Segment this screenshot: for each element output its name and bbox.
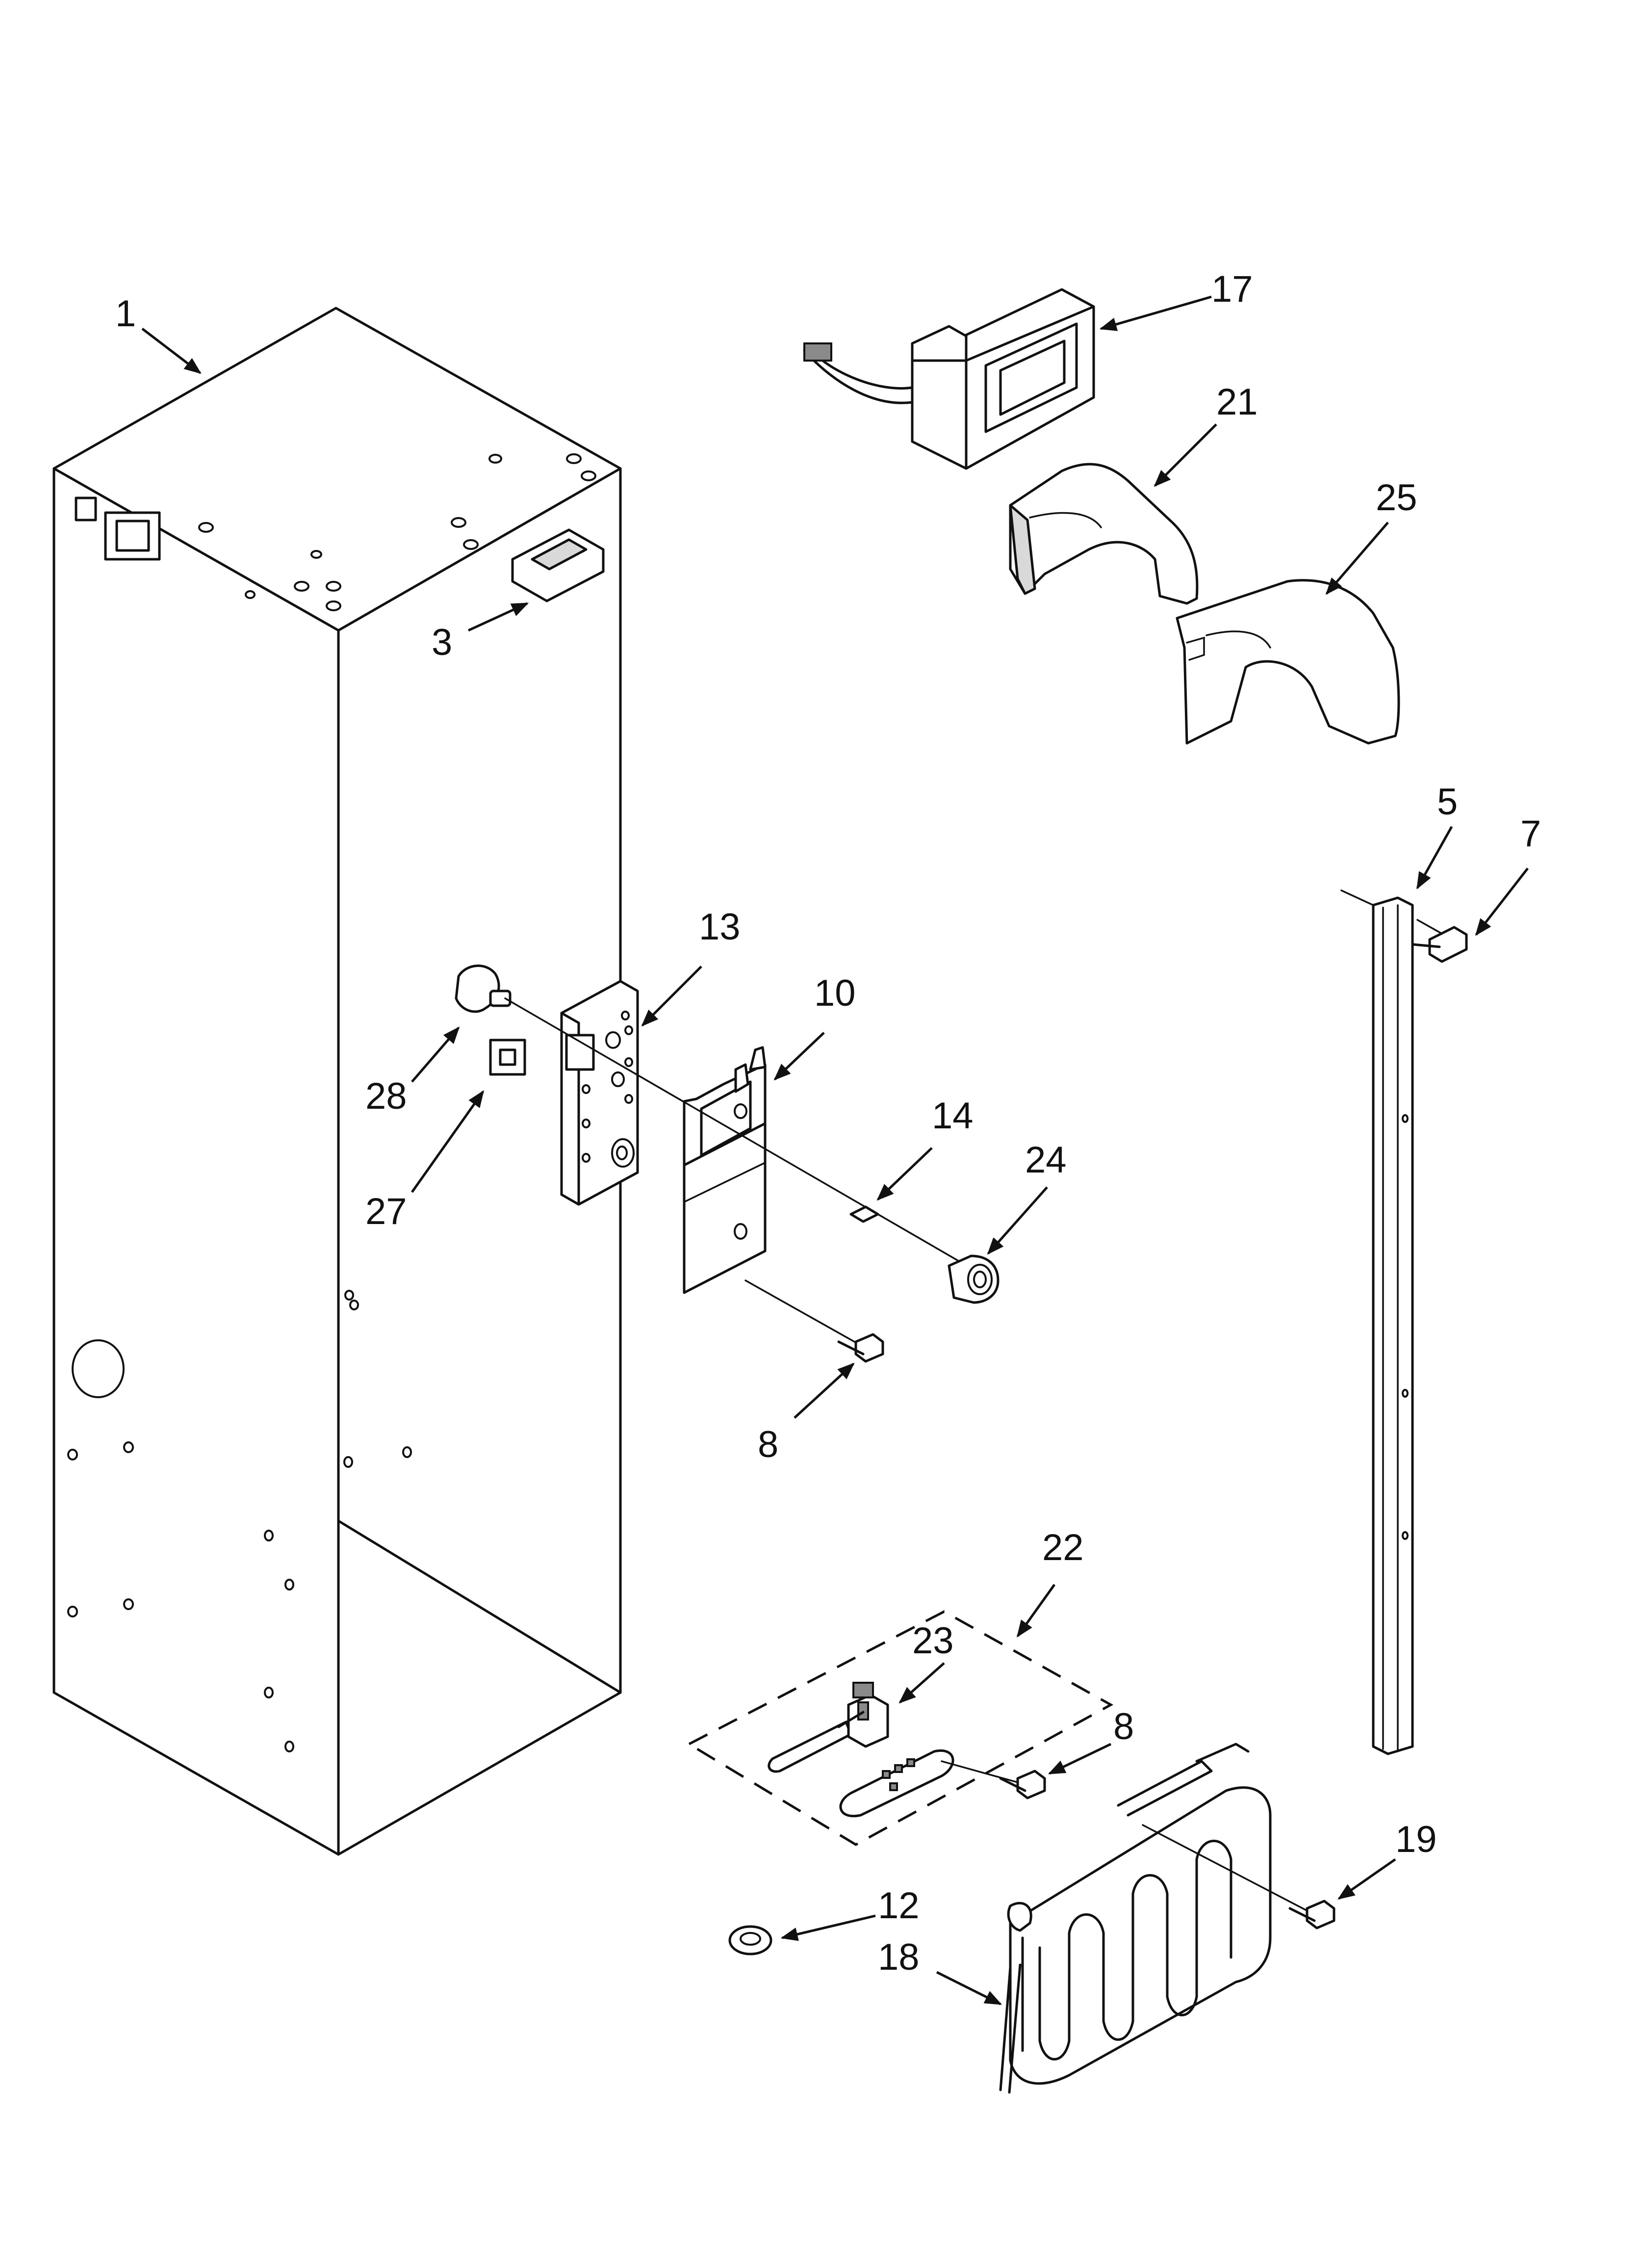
callout-22: 22 xyxy=(1042,1527,1084,1568)
callout-5: 5 xyxy=(1437,781,1458,823)
part-14-tab xyxy=(849,1205,879,1223)
part-8-screw-upper xyxy=(744,1279,884,1363)
leader-arrows xyxy=(141,295,1529,2006)
part-5-trim-rail xyxy=(1340,889,1414,1755)
callout-1: 1 xyxy=(115,293,136,335)
part-24-cap xyxy=(948,1254,1000,1304)
part-25-duct-cover xyxy=(1176,579,1400,745)
callout-17: 17 xyxy=(1211,268,1253,310)
part-21-duct xyxy=(1009,463,1199,605)
callout-8: 8 xyxy=(1113,1706,1134,1747)
callout-10: 10 xyxy=(814,972,856,1014)
callout-21: 21 xyxy=(1216,381,1258,423)
control-display-oval xyxy=(839,1749,954,1818)
part-13-bracket xyxy=(560,980,639,1206)
part-12-grommet xyxy=(728,1925,772,1955)
part-28-knob xyxy=(455,965,512,1013)
assembly-axis-line xyxy=(504,997,972,1269)
part-8-screw-lower xyxy=(941,1760,1046,1799)
callout-24: 24 xyxy=(1025,1139,1067,1181)
callout-27: 27 xyxy=(365,1191,407,1232)
part-23-thermistor xyxy=(768,1682,889,1773)
callout-18: 18 xyxy=(878,1936,920,1978)
part-18-evaporator-coil xyxy=(999,1743,1272,2094)
callout-13: 13 xyxy=(699,906,741,948)
part-7-screw xyxy=(1411,919,1468,963)
callout-14: 14 xyxy=(932,1095,974,1137)
part-17-module xyxy=(803,288,1095,470)
callout-23: 23 xyxy=(912,1620,954,1662)
callout-3: 3 xyxy=(432,622,452,663)
callout-25: 25 xyxy=(1376,477,1417,519)
cabinet-liner xyxy=(52,307,622,1856)
callout-12: 12 xyxy=(878,1885,920,1927)
part-19-screw xyxy=(1142,1824,1335,1929)
callout-labels: 1 3 5 7 8 8 10 12 13 14 17 18 19 21 22 2… xyxy=(115,268,1541,1978)
part-22-kit-outline xyxy=(686,1610,1114,1846)
callout-19: 19 xyxy=(1395,1819,1437,1860)
part-27-pad xyxy=(489,1039,526,1076)
callout-7: 7 xyxy=(1520,813,1541,855)
callout-8: 8 xyxy=(758,1424,778,1465)
callout-28: 28 xyxy=(365,1075,407,1117)
part-10-housing xyxy=(683,1046,767,1294)
